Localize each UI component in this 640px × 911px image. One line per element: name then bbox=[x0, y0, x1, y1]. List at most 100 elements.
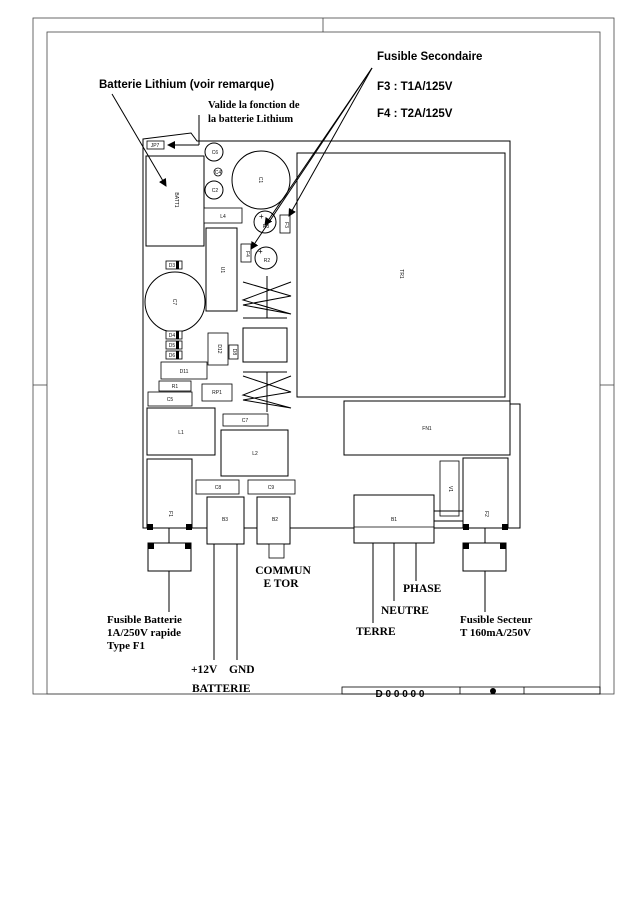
fuse-f3: F3 bbox=[279, 214, 291, 234]
diode-d5: D5 bbox=[165, 340, 183, 350]
svg-text:C7: C7 bbox=[171, 299, 177, 306]
capacitor-c5: C5 bbox=[147, 391, 193, 407]
svg-text:F4: F4 bbox=[244, 251, 250, 257]
external-fuse-mains bbox=[462, 528, 507, 612]
batterie-label: BATTERIE bbox=[192, 683, 251, 695]
capacitor-c4: C4 bbox=[213, 167, 223, 177]
diode-d4: D4 bbox=[165, 330, 183, 340]
svg-text:+: + bbox=[258, 247, 263, 256]
svg-text:F3: F3 bbox=[283, 222, 289, 228]
svg-text:C6: C6 bbox=[212, 150, 219, 156]
external-fuse-battery bbox=[147, 528, 192, 612]
capacitor-c7-small: C7 bbox=[222, 413, 269, 427]
inductor-l2: L2 bbox=[220, 429, 289, 477]
jp7-note-line2: la batterie Lithium bbox=[208, 114, 293, 125]
ferrite-zigzag-top bbox=[241, 276, 292, 318]
drawing-frame bbox=[32, 17, 615, 695]
svg-text:D6: D6 bbox=[169, 353, 176, 359]
inductor-l4: L4 bbox=[203, 207, 243, 224]
svg-text:F1: F1 bbox=[167, 511, 173, 517]
title-block-text: D 0 0 0 0 0 bbox=[376, 689, 425, 700]
phase-label: PHASE bbox=[403, 583, 442, 595]
plus12v-label: +12V bbox=[191, 664, 218, 676]
title-block-dot bbox=[490, 688, 496, 694]
svg-text:+: + bbox=[259, 212, 264, 221]
resistor-r1: R1 bbox=[158, 380, 192, 392]
svg-text:C2: C2 bbox=[212, 188, 219, 194]
diode-d11: D11 bbox=[160, 361, 208, 380]
annotation-arrows bbox=[111, 67, 373, 250]
filter-coil bbox=[242, 317, 288, 373]
fuse-holder-f1: F1 bbox=[146, 458, 193, 530]
svg-text:L4: L4 bbox=[220, 214, 226, 220]
svg-text:C8: C8 bbox=[215, 485, 222, 491]
fuse-secondary-title: Fusible Secondaire bbox=[377, 51, 482, 63]
diode-d12: D12 bbox=[207, 332, 229, 366]
fuse-f3-rating: F3 : T1A/125V bbox=[377, 81, 453, 93]
filter-fn1: FN1 bbox=[343, 400, 511, 456]
svg-text:D3: D3 bbox=[169, 263, 176, 269]
capacitor-c9: C9 bbox=[247, 479, 296, 495]
fuse-f4: F4 bbox=[240, 243, 252, 263]
fuse-mains-line1: Fusible Secteur bbox=[460, 614, 533, 626]
terre-label: TERRE bbox=[356, 626, 396, 638]
capacitor-c8: C8 bbox=[195, 479, 240, 495]
ferrite-zigzag-bottom bbox=[241, 372, 292, 412]
svg-text:L2: L2 bbox=[252, 451, 258, 457]
gnd-label: GND bbox=[229, 664, 255, 676]
svg-text:V1: V1 bbox=[447, 486, 453, 492]
svg-text:D4: D4 bbox=[169, 333, 176, 339]
inductor-l1: L1 bbox=[146, 407, 216, 456]
svg-text:B1: B1 bbox=[391, 517, 397, 523]
svg-text:TR1: TR1 bbox=[398, 269, 404, 279]
diode-d8: D8 bbox=[228, 344, 239, 360]
connector-b3: B3 bbox=[206, 496, 245, 545]
svg-text:R1: R1 bbox=[172, 384, 179, 390]
transformer-tr1: TR1 bbox=[296, 152, 506, 398]
svg-text:BATT1: BATT1 bbox=[173, 192, 179, 207]
svg-text:C5: C5 bbox=[167, 397, 174, 403]
svg-text:C1: C1 bbox=[257, 177, 263, 184]
fuse-holder-f2: F2 bbox=[462, 457, 509, 530]
svg-text:RP1: RP1 bbox=[212, 390, 222, 396]
capacitor-c2: C2 bbox=[204, 180, 224, 200]
jp7-note-line1: Valide la fonction de bbox=[208, 100, 300, 111]
fuse-f4-rating: F4 : T2A/125V bbox=[377, 108, 453, 120]
jumper-jp7: JP7 bbox=[146, 140, 165, 150]
fuse-battery-line2: 1A/250V rapide bbox=[107, 627, 181, 639]
fuse-mains-line2: T 160mA/250V bbox=[460, 627, 531, 639]
svg-text:FN1: FN1 bbox=[422, 426, 432, 432]
varistor-v1: V1 bbox=[439, 460, 460, 517]
svg-text:B2: B2 bbox=[272, 517, 278, 523]
regulator-u1: U1 bbox=[205, 227, 238, 312]
connector-b1: B1 bbox=[353, 494, 435, 544]
capacitor-c6-top: C6 bbox=[204, 142, 224, 162]
resistor-rp1: RP1 bbox=[201, 383, 233, 402]
component-r2: + R2 bbox=[254, 246, 278, 270]
svg-text:D12: D12 bbox=[216, 344, 222, 353]
fuse-battery-line1: Fusible Batterie bbox=[107, 614, 182, 626]
svg-text:R2: R2 bbox=[264, 258, 271, 264]
svg-text:D8: D8 bbox=[231, 349, 237, 356]
capacitor-c1: C1 bbox=[231, 150, 291, 210]
wires bbox=[213, 510, 463, 660]
svg-text:L1: L1 bbox=[178, 430, 184, 436]
commun-label-line1: COMMUN bbox=[255, 565, 311, 577]
battery-batt1: BATT1 bbox=[145, 155, 205, 247]
svg-text:JP7: JP7 bbox=[151, 143, 160, 149]
commun-label-line2: E TOR bbox=[263, 578, 299, 590]
svg-text:B3: B3 bbox=[222, 517, 228, 523]
title-block bbox=[341, 686, 601, 695]
diode-d6: D6 bbox=[165, 350, 183, 360]
svg-text:U1: U1 bbox=[219, 267, 225, 274]
fuse-battery-line3: Type F1 bbox=[107, 640, 145, 652]
svg-text:C9: C9 bbox=[268, 485, 275, 491]
svg-text:C7: C7 bbox=[242, 418, 249, 424]
diode-d3: D3 bbox=[165, 260, 183, 270]
connector-b2: B2 bbox=[256, 496, 291, 559]
svg-text:D11: D11 bbox=[180, 369, 189, 375]
neutre-label: NEUTRE bbox=[381, 605, 429, 617]
svg-text:D5: D5 bbox=[169, 343, 176, 349]
svg-text:F2: F2 bbox=[483, 511, 489, 517]
